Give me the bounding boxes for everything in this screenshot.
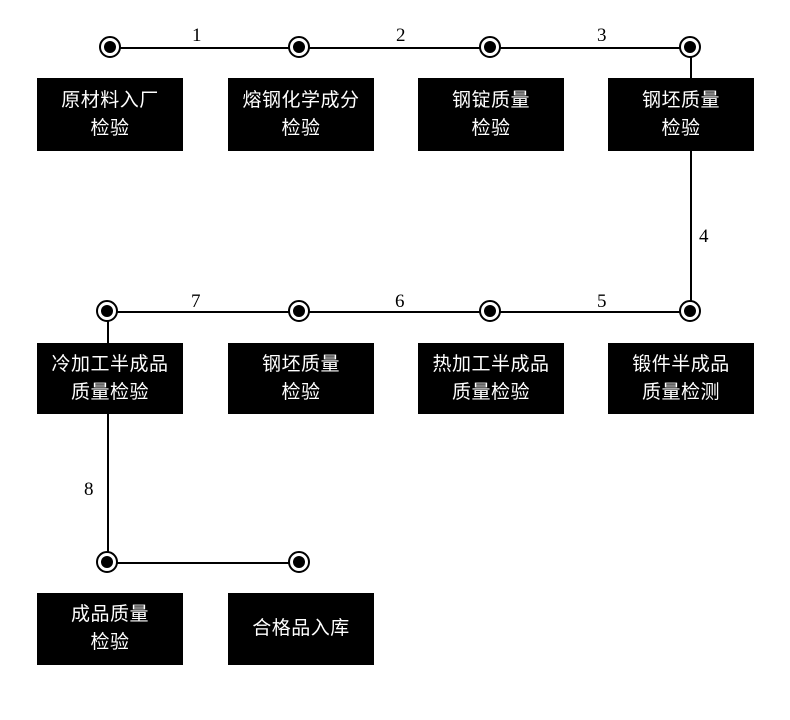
process-box-label: 钢坯质量 检验 — [261, 352, 340, 403]
edge-line-9 — [107, 562, 299, 564]
junction-node-1[interactable] — [99, 36, 121, 58]
junction-node-5[interactable] — [96, 300, 118, 322]
process-box-steel-billet-quality-inspection-middle[interactable]: 钢坯质量 检验 — [228, 343, 374, 414]
process-box-label: 冷加工半成品 质量检验 — [51, 352, 169, 403]
process-box-label: 钢锭质量 检验 — [451, 88, 530, 139]
process-box-label: 熔钢化学成分 检验 — [242, 88, 360, 139]
edge-label-6: 6 — [395, 291, 405, 312]
junction-node-3[interactable] — [479, 36, 501, 58]
process-box-label: 热加工半成品 质量检验 — [432, 352, 550, 403]
process-box-label: 成品质量 检验 — [70, 603, 149, 653]
junction-node-6[interactable] — [288, 300, 310, 322]
process-box-steel-ingot-quality-inspection[interactable]: 钢锭质量 检验 — [418, 78, 564, 151]
edge-label-8: 8 — [84, 479, 94, 500]
process-box-forging-semifinished-quality-testing[interactable]: 锻件半成品 质量检测 — [608, 343, 754, 414]
edge-label-5: 5 — [597, 291, 607, 312]
junction-node-9[interactable] — [96, 551, 118, 573]
edge-line-2 — [299, 47, 490, 49]
edge-label-4: 4 — [699, 226, 709, 247]
process-box-hot-worked-semifinished-quality-inspection[interactable]: 热加工半成品 质量检验 — [418, 343, 564, 414]
process-box-finished-product-quality-inspection[interactable]: 成品质量 检验 — [37, 593, 183, 665]
edge-line-3 — [490, 47, 690, 49]
edge-line-8 — [107, 311, 109, 562]
edge-line-5 — [490, 311, 690, 313]
junction-node-10[interactable] — [288, 551, 310, 573]
process-box-label: 合格品入库 — [252, 617, 350, 640]
edge-label-2: 2 — [396, 25, 406, 46]
junction-node-8[interactable] — [679, 300, 701, 322]
process-box-cold-worked-semifinished-quality-inspection[interactable]: 冷加工半成品 质量检验 — [37, 343, 183, 414]
edge-line-4 — [690, 47, 692, 311]
edge-label-3: 3 — [597, 25, 607, 46]
junction-node-7[interactable] — [479, 300, 501, 322]
edge-label-1: 1 — [192, 25, 202, 46]
process-box-steel-billet-quality-inspection-top[interactable]: 钢坯质量 检验 — [608, 78, 754, 151]
process-box-label: 原材料入厂 检验 — [61, 88, 159, 139]
edge-line-7 — [107, 311, 299, 313]
junction-node-4[interactable] — [679, 36, 701, 58]
process-box-qualified-product-warehousing[interactable]: 合格品入库 — [228, 593, 374, 665]
process-box-label: 锻件半成品 质量检测 — [632, 352, 730, 403]
edge-label-7: 7 — [191, 291, 201, 312]
process-box-molten-steel-chemical-composition-inspection[interactable]: 熔钢化学成分 检验 — [228, 78, 374, 151]
process-box-label: 钢坯质量 检验 — [641, 88, 720, 139]
junction-node-2[interactable] — [288, 36, 310, 58]
edge-line-6 — [299, 311, 490, 313]
process-box-raw-material-incoming-inspection[interactable]: 原材料入厂 检验 — [37, 78, 183, 151]
edge-line-1 — [110, 47, 299, 49]
